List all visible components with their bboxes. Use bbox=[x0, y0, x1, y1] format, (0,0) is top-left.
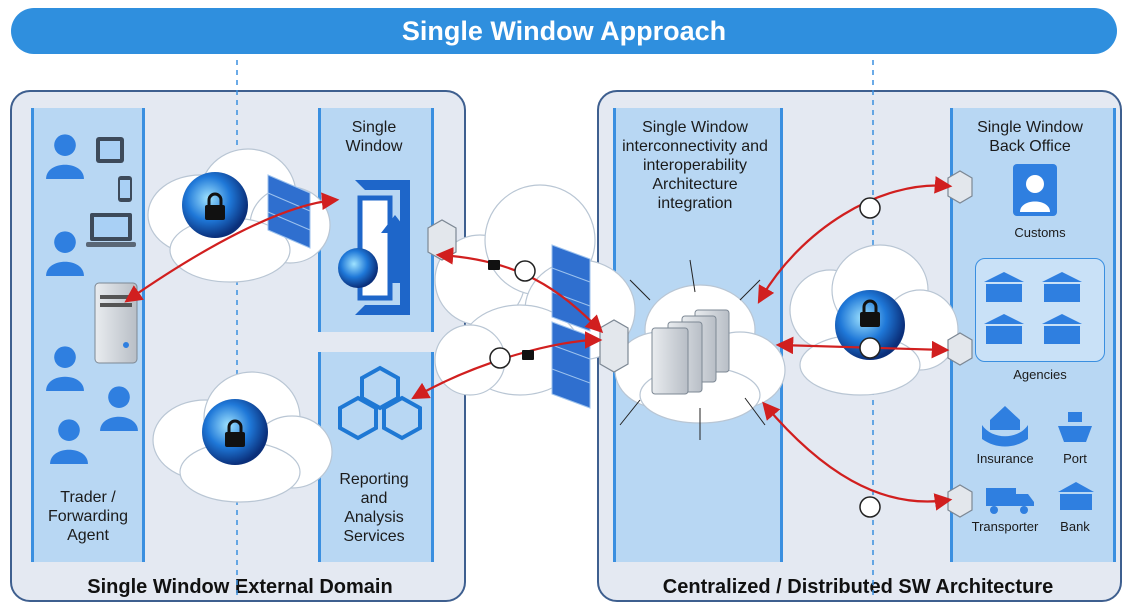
customs-officer-icon bbox=[1013, 164, 1057, 216]
bank-label: Bank bbox=[1060, 519, 1090, 534]
bank-icon bbox=[1058, 482, 1094, 510]
insurance-icon bbox=[982, 406, 1028, 447]
truck-icon bbox=[986, 488, 1034, 514]
agencies-label: Agencies bbox=[1013, 367, 1067, 382]
gateway-box-icon bbox=[427, 170, 973, 518]
single-window-label: Single Window bbox=[345, 119, 403, 155]
user-icon bbox=[50, 419, 88, 464]
globe-lock-icon bbox=[202, 399, 268, 465]
user-icon bbox=[46, 231, 84, 276]
globe-lock-icon bbox=[182, 172, 248, 238]
government-building-icon bbox=[984, 272, 1082, 344]
port-label: Port bbox=[1063, 451, 1087, 466]
insurance-label: Insurance bbox=[976, 451, 1034, 466]
external-domain-title: Single Window External Domain bbox=[87, 576, 393, 598]
page-title: Single Window Approach bbox=[401, 15, 727, 46]
agencies-box bbox=[975, 258, 1105, 362]
reporting-cubes-icon bbox=[338, 365, 422, 441]
server-icon bbox=[94, 282, 138, 364]
trader-label: Trader / Forwarding Agent bbox=[47, 489, 129, 544]
customs-label: Customs bbox=[1014, 225, 1066, 240]
tablet-icon bbox=[96, 137, 124, 163]
laptop-icon bbox=[86, 213, 136, 247]
interop-label: Single Window interconnectivity and inte… bbox=[622, 119, 768, 212]
ship-icon bbox=[1058, 412, 1092, 442]
encryption-connector-icon bbox=[489, 197, 881, 518]
architecture-domain-title: Centralized / Distributed SW Architectur… bbox=[662, 576, 1054, 598]
back-office-label: Single Window Back Office bbox=[977, 119, 1083, 155]
user-icon bbox=[46, 134, 84, 179]
phone-icon bbox=[118, 176, 132, 202]
reporting-label: Reporting and Analysis Services bbox=[339, 471, 409, 545]
user-icon bbox=[46, 346, 84, 391]
server-cluster-icon bbox=[651, 309, 730, 395]
single-window-portal-icon bbox=[338, 180, 410, 315]
transporter-label: Transporter bbox=[971, 519, 1039, 534]
page-title-banner: Single Window Approach bbox=[11, 8, 1117, 54]
small-lock-icon bbox=[488, 260, 534, 360]
user-icon bbox=[100, 386, 138, 431]
